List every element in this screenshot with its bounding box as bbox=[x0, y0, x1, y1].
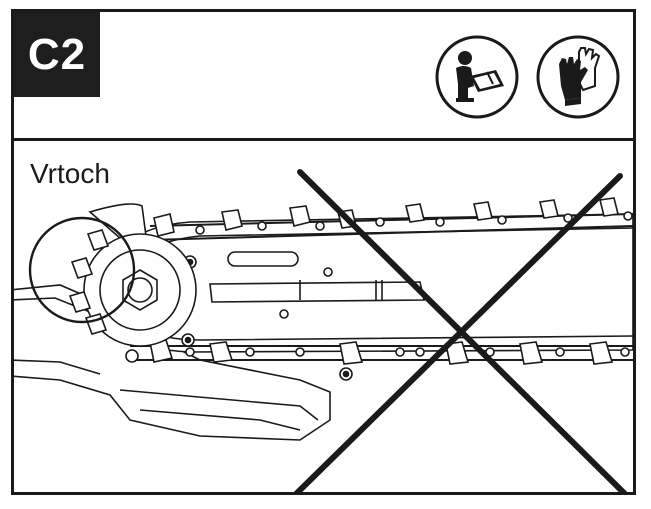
highlight-circle bbox=[28, 216, 136, 324]
wear-gloves-icon bbox=[536, 35, 620, 119]
part-label: Vrtoch bbox=[30, 158, 110, 189]
chain-bottom bbox=[130, 339, 633, 381]
step-code-badge: C2 bbox=[14, 12, 100, 97]
sprocket-assembly bbox=[68, 203, 197, 363]
panel-header: C2 bbox=[14, 12, 633, 141]
guide-bar bbox=[119, 213, 633, 353]
prohibition-cross bbox=[293, 169, 628, 492]
read-manual-icon bbox=[435, 35, 519, 119]
